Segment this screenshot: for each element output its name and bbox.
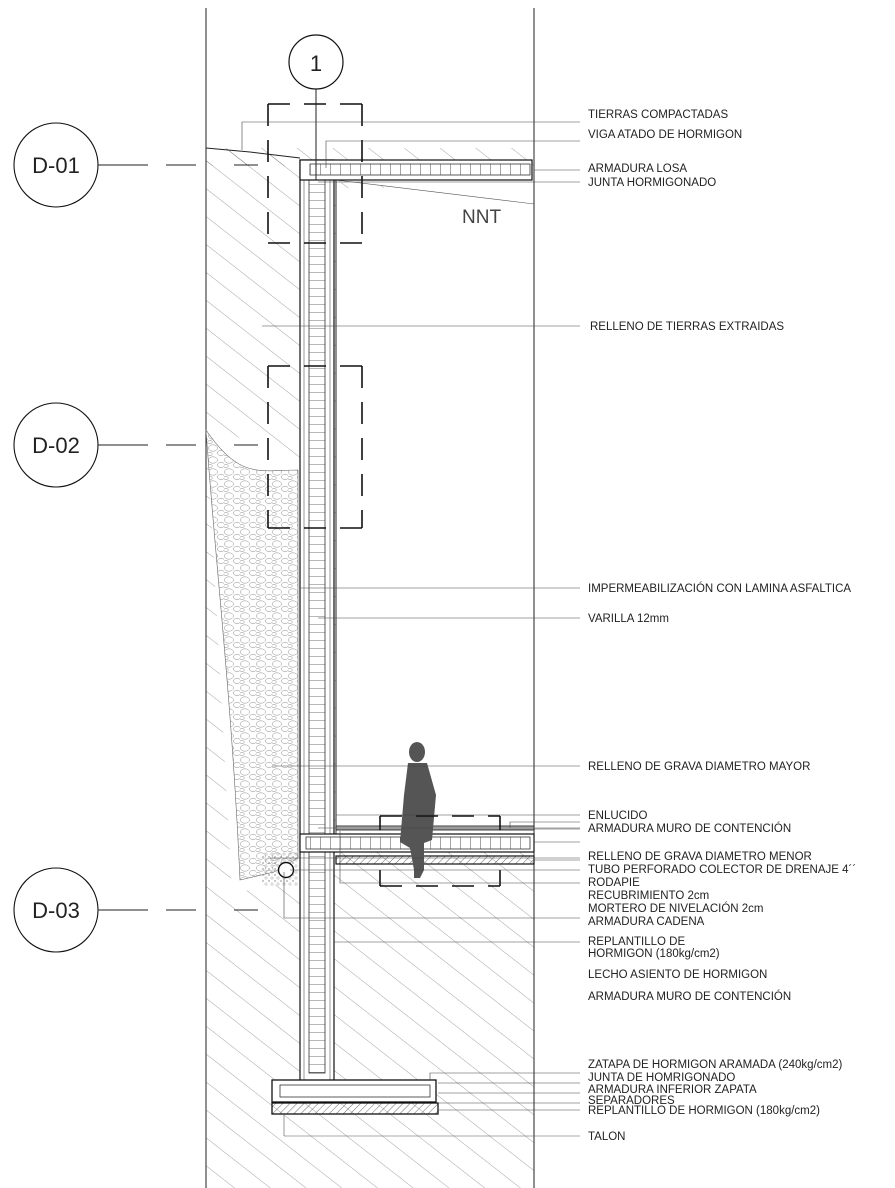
label-replantillo-1b: HORMIGON (180kg/cm2)	[588, 948, 720, 960]
label-replantillo-2: REPLANTILLO DE HORMIGON (180kg/cm2)	[588, 1105, 820, 1117]
label-tierras-compactadas: TIERRAS COMPACTADAS	[588, 109, 728, 121]
label-impermeabilizacion: IMPERMEABILIZACIÓN CON LAMINA ASFALTICA	[588, 582, 851, 595]
label-armadura-cadena: ARMADURA CADENA	[588, 916, 705, 928]
label-rodapie: RODAPIE	[588, 877, 640, 889]
detail-box-d02	[267, 365, 363, 529]
detail-bubble-d01-label: D-01	[32, 153, 80, 178]
detail-bubble-d03: D-03	[13, 867, 258, 953]
leader-lines	[241, 121, 580, 1111]
label-grava-mayor: RELLENO DE GRAVA DIAMETRO MAYOR	[588, 761, 810, 773]
detail-bubble-d02: D-02	[13, 402, 258, 488]
label-viga-atado: VIGA ATADO DE HORMIGON	[588, 129, 742, 141]
detail-bubble-d03-label: D-03	[32, 898, 80, 923]
label-enlucido: ENLUCIDO	[588, 810, 647, 822]
label-junta-hormigonado: JUNTA HORMIGONADO	[588, 177, 716, 189]
label-relleno-tierras: RELLENO DE TIERRAS EXTRAIDAS	[590, 321, 784, 333]
label-talon: TALON	[588, 1131, 626, 1143]
soil-fill	[206, 0, 534, 1188]
nnt-label: NNT	[462, 207, 501, 228]
label-lecho-asiento: LECHO ASIENTO DE HORMIGON	[588, 969, 767, 981]
detail-box-d01	[267, 103, 363, 244]
footing	[271, 1079, 437, 1103]
gravel-large-fill	[205, 428, 299, 881]
label-armadura-muro-1: ARMADURA MURO DE CONTENCIÓN	[588, 822, 791, 835]
label-mortero: MORTERO DE NIVELACIÓN 2cm	[588, 902, 764, 915]
person-silhouette	[400, 742, 436, 878]
label-replantillo-1a: REPLANTILLO DE	[588, 936, 685, 948]
label-armadura-zapata: ARMADURA INFERIOR ZAPATA	[588, 1084, 757, 1096]
label-grava-menor: RELLENO DE GRAVA DIAMETRO MENOR	[588, 851, 812, 863]
slab-reinforcement	[309, 163, 531, 176]
footing-replantillo	[271, 1102, 439, 1115]
detail-bubble-d01: D-01	[13, 122, 258, 208]
nnt-line	[335, 179, 535, 205]
label-armadura-muro-2: ARMADURA MURO DE CONTENCIÓN	[588, 990, 791, 1003]
detail-box-d03	[379, 815, 501, 887]
grid-marker-label: 1	[310, 51, 322, 76]
detail-bubble-d02-label: D-02	[32, 433, 80, 458]
label-armadura-losa: ARMADURA LOSA	[588, 163, 687, 175]
label-separadores: SEPARADORES	[588, 1095, 675, 1107]
label-recubrimiento: RECUBRIMIENTO 2cm	[588, 890, 709, 902]
label-zapata: ZATAPA DE HORMIGON ARAMADA (240kg/cm2)	[588, 1059, 843, 1071]
wall-reinforcement	[308, 167, 326, 1074]
floor-replantillo	[335, 855, 535, 865]
label-tubo-drenaje: TUBO PERFORADO COLECTOR DE DRENAJE 4´´	[588, 864, 856, 876]
ground-line	[205, 147, 301, 159]
label-junta-zapata: JUNTA DE HOMRIGONADO	[588, 1072, 735, 1084]
label-varilla: VARILLA 12mm	[588, 613, 669, 625]
